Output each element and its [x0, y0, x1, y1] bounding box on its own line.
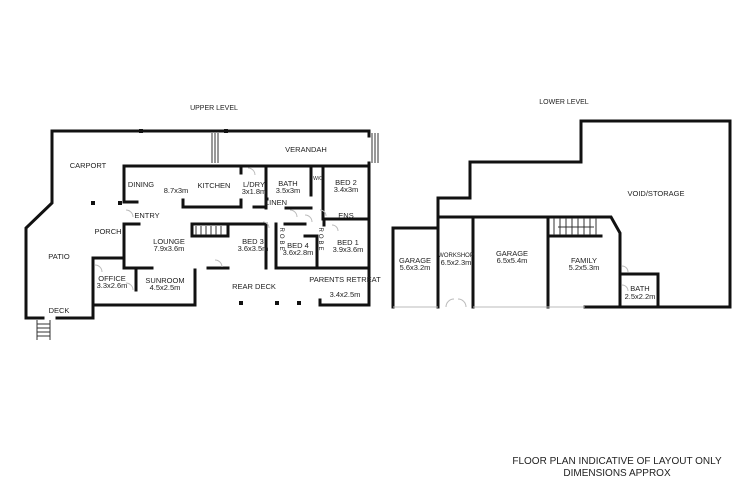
disclaimer-line-2: DIMENSIONS APPROX: [563, 468, 671, 479]
room-label: BED 4: [287, 241, 309, 250]
room-dimensions: 6.5x2.3m: [441, 258, 472, 267]
room-label: SUNROOM: [145, 276, 184, 285]
room-dimensions: 3.9x3.6m: [333, 245, 364, 254]
room-dimensions: 2.5x2.2m: [625, 292, 656, 301]
room-label: BED 3: [242, 237, 264, 246]
room-label: FAMILY: [571, 256, 597, 265]
room-label: BED 2: [335, 178, 357, 187]
room-label: LOUNGE: [153, 237, 185, 246]
lower-walls: [391, 119, 732, 309]
room-label: KITCHEN: [198, 181, 231, 190]
robe-label: ROBE: [317, 227, 323, 252]
room-label: L/DRY: [243, 180, 265, 189]
room-label: DINING: [128, 180, 154, 189]
upper-walls: [24, 129, 371, 320]
room-dimensions: 3.3x2.6m: [97, 281, 128, 290]
room-label: VOID/STORAGE: [628, 189, 685, 198]
upper-level-plan: UPPER LEVEL CARPORT VERANDAH DINING: [24, 105, 381, 340]
lower-room-labels: VOID/STORAGE GARAGE 5.6x3.2m WORKSHOP 6.…: [399, 189, 685, 301]
lower-thin-details: [445, 218, 629, 308]
room-dimensions: 3.6x3.5m: [238, 244, 269, 253]
room-dimensions: 3.4x3m: [334, 185, 359, 194]
room-label: REAR DECK: [232, 282, 276, 291]
room-label: PARENTS RETREAT: [309, 275, 381, 284]
room-label: ENTRY: [134, 211, 159, 220]
room-label: W/C: [313, 176, 323, 182]
room-label: LINEN: [265, 198, 287, 207]
room-label: BED 1: [337, 238, 359, 247]
disclaimer-line-1: FLOOR PLAN INDICATIVE OF LAYOUT ONLY: [512, 456, 722, 467]
room-label: GARAGE: [399, 256, 431, 265]
robe-label: ROBE: [278, 227, 284, 252]
upper-posts: [91, 129, 301, 305]
room-label: PORCH: [94, 227, 121, 236]
room-label: VERANDAH: [285, 145, 327, 154]
room-label: CARPORT: [70, 161, 107, 170]
room-dimensions: 4.5x2.5m: [150, 283, 181, 292]
upper-thin-details: [36, 133, 379, 340]
room-dimensions: 3x1.8m: [242, 187, 267, 196]
upper-room-labels: CARPORT VERANDAH DINING 8.7x3m KITCHEN L…: [48, 145, 381, 315]
room-dimensions: 6.5x5.4m: [497, 256, 528, 265]
room-label: WORKSHOP: [438, 253, 474, 259]
room-label: DECK: [49, 306, 70, 315]
room-label: ENS: [338, 211, 353, 220]
room-dimensions: 5.6x3.2m: [400, 263, 431, 272]
lower-level-title: LOWER LEVEL: [539, 99, 589, 106]
lower-level-plan: LOWER LEVEL VOID/STORAGE GARAGE 5.6x3.2m…: [391, 99, 732, 309]
room-dimensions: 8.7x3m: [164, 186, 189, 195]
room-dimensions: 3.4x2.5m: [330, 290, 361, 299]
upper-level-title: UPPER LEVEL: [190, 105, 238, 112]
room-label: PATIO: [48, 252, 70, 261]
room-dimensions: 5.2x5.3m: [569, 263, 600, 272]
room-dimensions: 7.9x3.6m: [154, 244, 185, 253]
room-label: BATH: [630, 284, 649, 293]
room-label: BATH: [278, 179, 297, 188]
disclaimer: FLOOR PLAN INDICATIVE OF LAYOUT ONLY DIM…: [512, 456, 722, 479]
room-dimensions: 3.5x3m: [276, 186, 301, 195]
room-label: GARAGE: [496, 249, 528, 258]
room-label: OFFICE: [98, 274, 126, 283]
room-dimensions: 3.6x2.8m: [283, 248, 314, 257]
